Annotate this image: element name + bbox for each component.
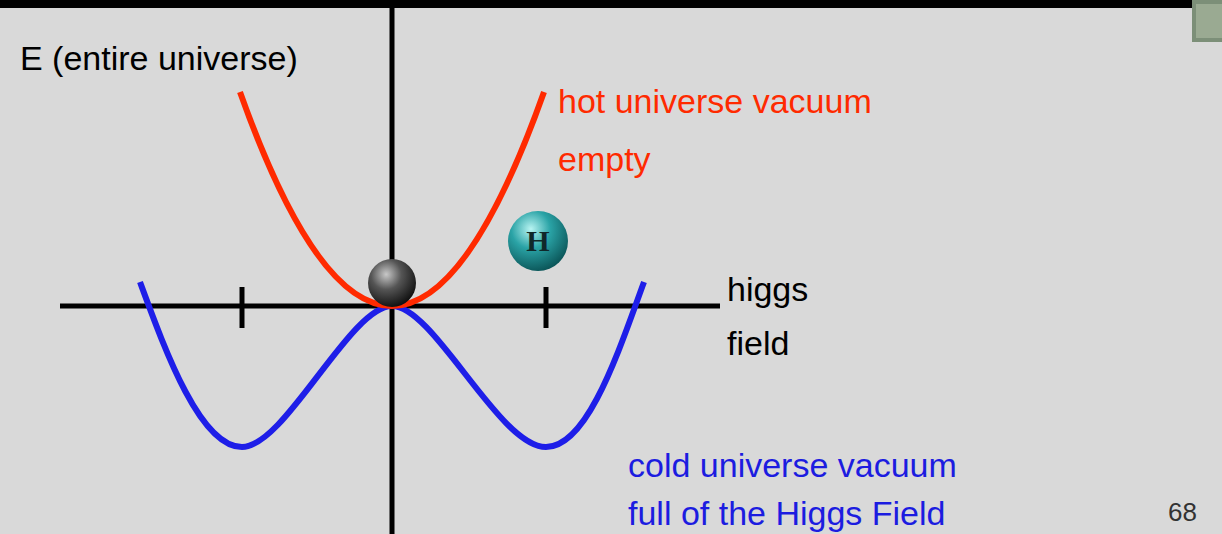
- vacuum-ball: [368, 259, 416, 307]
- axis-label: higgs field: [727, 262, 839, 370]
- axis-tick: [240, 287, 245, 328]
- ball-text-holder: H: [507, 210, 569, 272]
- curve-label: cold universe vacuum full of the Higgs F…: [628, 441, 993, 534]
- corner-image: [1192, 0, 1222, 42]
- axis-label: E (entire universe): [20, 38, 298, 78]
- corner-image-detail: [1196, 4, 1222, 38]
- slide-number: 68: [1168, 497, 1197, 527]
- higgs-ball: H: [507, 210, 569, 272]
- ball-circle: [508, 211, 568, 271]
- hot-potential-curve: [240, 92, 544, 306]
- particle-symbol: H: [526, 226, 549, 256]
- top-bar: [0, 0, 1222, 8]
- axis-tick: [544, 287, 549, 328]
- curve-label: hot universe vacuum empty: [558, 72, 930, 188]
